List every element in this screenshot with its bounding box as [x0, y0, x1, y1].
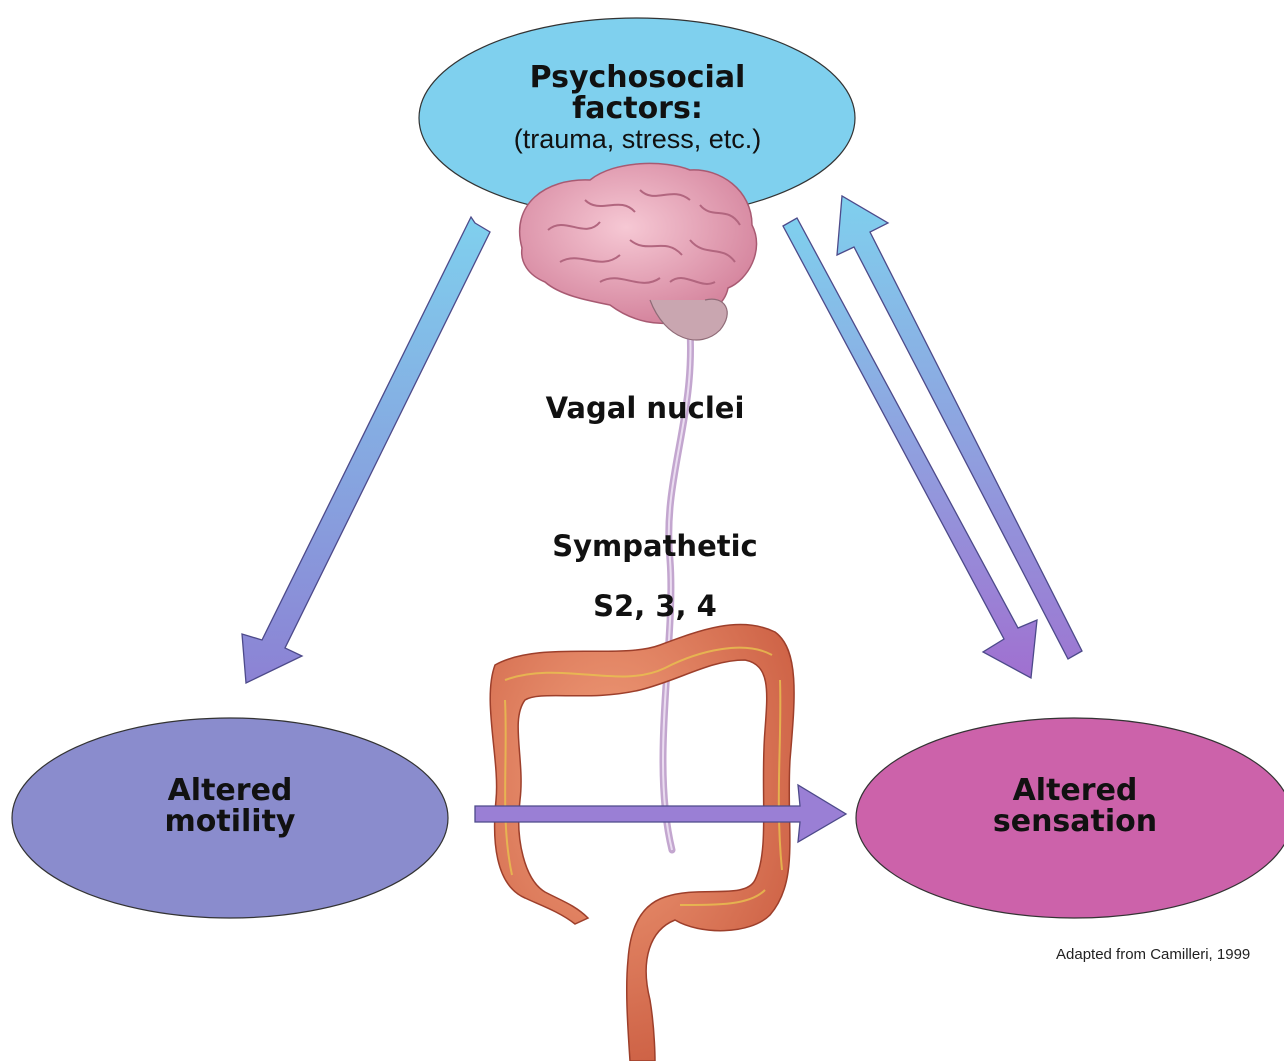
- colon-illustration: [490, 624, 794, 1061]
- vagal-nuclei-label: Vagal nuclei: [495, 391, 795, 425]
- psychosocial-title: Psychosocial factors:: [460, 62, 815, 124]
- sensation-label: Altered sensation: [975, 775, 1175, 837]
- sacral-label: S2, 3, 4: [505, 589, 805, 623]
- motility-label: Altered motility: [145, 775, 315, 837]
- arrow-psychosocial-to-sensation: [783, 218, 1037, 678]
- psychosocial-label: Psychosocial factors: (trauma, stress, e…: [460, 62, 815, 154]
- psychosocial-subtitle: (trauma, stress, etc.): [460, 124, 815, 154]
- source-credit: Adapted from Camilleri, 1999: [1056, 946, 1250, 963]
- arrow-psychosocial-to-motility: [242, 217, 490, 683]
- arrow-sensation-to-psychosocial: [837, 196, 1082, 659]
- sympathetic-label: Sympathetic: [505, 529, 805, 563]
- brain-illustration: [520, 163, 757, 340]
